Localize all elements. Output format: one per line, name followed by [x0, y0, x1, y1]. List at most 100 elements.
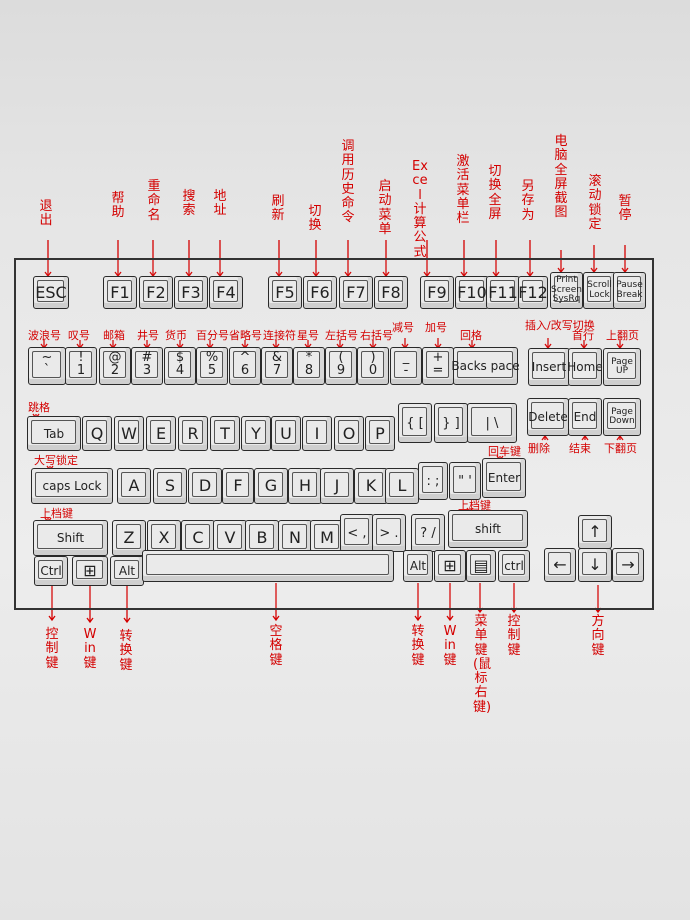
- key-rwin[interactable]: ⊞: [434, 550, 466, 582]
- key-f5[interactable]: F5: [268, 276, 302, 309]
- key-p[interactable]: P: [365, 416, 395, 451]
- key-menu-label: ▤: [473, 556, 489, 575]
- key-l[interactable]: L: [385, 468, 419, 504]
- key-n9[interactable]: (9: [325, 347, 357, 385]
- key-n7[interactable]: &7: [261, 347, 293, 385]
- key-n6[interactable]: ^6: [229, 347, 261, 385]
- key-minus[interactable]: _-: [390, 347, 422, 385]
- key-c-label: C: [192, 528, 204, 547]
- key-bslash[interactable]: | \: [467, 403, 517, 443]
- key-n8[interactable]: *8: [293, 347, 325, 385]
- key-rshift[interactable]: shift: [448, 510, 528, 548]
- key-arrow-down[interactable]: ↓: [578, 548, 612, 582]
- key-z[interactable]: Z: [112, 520, 146, 556]
- keycap-face: [607, 352, 636, 379]
- keycap-face: [265, 351, 288, 378]
- key-lalt[interactable]: Alt: [110, 556, 144, 586]
- key-menu[interactable]: ▤: [466, 550, 496, 582]
- key-caps[interactable]: caps Lock: [31, 468, 113, 504]
- keycap-face: [415, 518, 440, 545]
- annotation-pgup: 上翻页: [606, 329, 639, 342]
- key-arrow-left[interactable]: ←: [544, 548, 576, 582]
- keycap-face: [554, 276, 578, 302]
- key-i[interactable]: I: [302, 416, 332, 451]
- key-prtsc[interactable]: Print Screen SysRq: [550, 272, 583, 309]
- key-r[interactable]: R: [178, 416, 208, 451]
- key-tab[interactable]: Tab: [27, 416, 81, 451]
- key-v-label: V: [224, 528, 236, 547]
- key-semi[interactable]: : ;: [418, 462, 448, 500]
- key-quote[interactable]: " ': [449, 462, 481, 500]
- key-t[interactable]: T: [210, 416, 240, 451]
- key-f6[interactable]: F6: [303, 276, 337, 309]
- key-y[interactable]: Y: [241, 416, 271, 451]
- key-arrow-right[interactable]: →: [612, 548, 644, 582]
- key-d[interactable]: D: [188, 468, 222, 504]
- key-f11[interactable]: F11: [486, 276, 520, 309]
- keycap-face: [531, 402, 564, 429]
- key-rbr[interactable]: } ]: [434, 403, 468, 443]
- key-insert[interactable]: Insert: [528, 348, 570, 386]
- key-period[interactable]: > .: [372, 514, 406, 552]
- key-pgup[interactable]: Page UP: [603, 348, 641, 386]
- key-lwin[interactable]: ⊞: [72, 556, 108, 586]
- key-k[interactable]: K: [354, 468, 388, 504]
- key-j[interactable]: J: [320, 468, 354, 504]
- key-f9[interactable]: F9: [420, 276, 454, 309]
- key-scroll[interactable]: Scroll Lock: [583, 272, 616, 309]
- key-f4[interactable]: F4: [209, 276, 243, 309]
- keycap-face: [292, 472, 317, 497]
- key-lbr[interactable]: { [: [398, 403, 432, 443]
- key-n0[interactable]: )0: [357, 347, 389, 385]
- annotation-f10: 激活菜单栏: [456, 154, 470, 227]
- keycap-face: [389, 472, 414, 497]
- key-n4[interactable]: $4: [164, 347, 196, 385]
- key-e[interactable]: E: [146, 416, 176, 451]
- key-rctrl[interactable]: ctrl: [498, 550, 530, 582]
- key-lshift[interactable]: Shift: [33, 520, 108, 556]
- key-s[interactable]: S: [153, 468, 187, 504]
- annotation-space: 空格键: [269, 624, 283, 668]
- key-q[interactable]: Q: [82, 416, 112, 451]
- key-n5[interactable]: %5: [196, 347, 228, 385]
- key-pgdn[interactable]: Page Down: [603, 398, 641, 436]
- key-space[interactable]: [142, 550, 394, 582]
- annotation-lshift: 上档键: [40, 507, 73, 520]
- key-o[interactable]: O: [334, 416, 364, 451]
- key-f10[interactable]: F10: [455, 276, 489, 309]
- keycap-face: [178, 280, 203, 302]
- key-slash[interactable]: ? /: [411, 514, 445, 552]
- keycap-face: [107, 280, 132, 302]
- key-lctrl[interactable]: Ctrl: [34, 556, 68, 586]
- key-home[interactable]: Home: [567, 348, 603, 386]
- key-h[interactable]: H: [288, 468, 322, 504]
- key-f[interactable]: F: [222, 468, 254, 504]
- key-t-label: T: [220, 423, 230, 443]
- key-tilde[interactable]: ~`: [28, 347, 66, 385]
- key-ralt[interactable]: Alt: [403, 550, 433, 582]
- annotation-rshift: 上档键: [458, 499, 491, 512]
- keycap-face: [582, 552, 607, 575]
- key-n1[interactable]: !1: [65, 347, 97, 385]
- key-g[interactable]: G: [254, 468, 288, 504]
- key-u[interactable]: U: [271, 416, 301, 451]
- key-f1[interactable]: F1: [103, 276, 137, 309]
- key-f3[interactable]: F3: [174, 276, 208, 309]
- key-end[interactable]: End: [568, 398, 602, 436]
- key-n2[interactable]: @2: [99, 347, 131, 385]
- key-n3[interactable]: #3: [131, 347, 163, 385]
- key-esc[interactable]: ESC: [33, 276, 69, 309]
- key-delete[interactable]: Delete: [527, 398, 569, 436]
- key-comma[interactable]: < ,: [340, 514, 374, 552]
- key-enter[interactable]: Enter: [482, 458, 526, 498]
- key-arrow-up[interactable]: ↑: [578, 515, 612, 549]
- key-f7[interactable]: F7: [339, 276, 373, 309]
- key-f8[interactable]: F8: [374, 276, 408, 309]
- key-f2[interactable]: F2: [139, 276, 173, 309]
- key-pause[interactable]: Pause Break: [613, 272, 646, 309]
- key-eq[interactable]: +=: [422, 347, 454, 385]
- key-a[interactable]: A: [117, 468, 151, 504]
- key-w[interactable]: W: [114, 416, 144, 451]
- key-f12[interactable]: F12: [518, 276, 548, 309]
- key-backspace[interactable]: Backs pace: [451, 347, 520, 385]
